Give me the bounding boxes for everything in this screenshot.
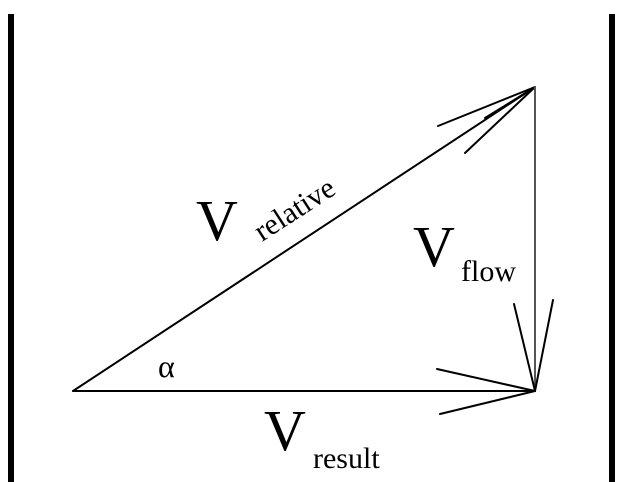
v-result-symbol: V — [264, 398, 306, 463]
left-border-bar — [8, 14, 14, 482]
flow-arrowhead-right — [534, 299, 554, 392]
result-arrowhead-lower — [439, 390, 536, 415]
relative-arrowhead-mid — [484, 86, 536, 119]
relative-subscript: relative — [248, 171, 341, 248]
result-arrowhead-upper — [436, 368, 536, 392]
v-relative-symbol: V — [196, 188, 238, 253]
relative-velocity-vector — [72, 86, 536, 392]
flow-arrowhead-left — [513, 303, 536, 392]
alpha-angle-label: α — [158, 348, 175, 384]
relative-arrowhead-upper — [437, 86, 536, 127]
v-flow-symbol: V — [413, 214, 455, 279]
result-subscript: result — [313, 442, 380, 475]
right-border-bar — [609, 14, 615, 482]
relative-arrowhead-lower — [464, 86, 536, 154]
flow-subscript: flow — [461, 255, 516, 288]
